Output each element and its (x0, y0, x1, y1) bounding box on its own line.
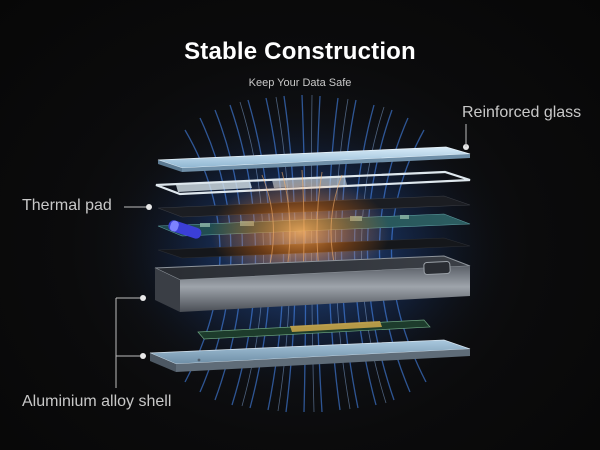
shell-callout-dot (140, 353, 146, 359)
thermal-pad-callout-dot (146, 204, 152, 210)
callout-reinforced-glass: Reinforced glass (462, 104, 582, 121)
callout-lines (115, 124, 467, 388)
callout-aluminium-shell: Aluminium alloy shell (22, 393, 172, 410)
heat-glow (210, 177, 390, 287)
callout-thermal-pad: Thermal pad (22, 197, 112, 214)
ssd-module (197, 319, 431, 340)
reinforced-glass-panel (157, 146, 471, 172)
aluminium-enclosure (154, 255, 471, 312)
thermal-pad-blue (168, 220, 202, 239)
bottom-plate (149, 339, 471, 372)
shell-callout-dot-upper (140, 295, 146, 301)
page-title: Stable Construction (184, 38, 416, 65)
page-subtitle: Keep Your Data Safe (248, 77, 352, 89)
